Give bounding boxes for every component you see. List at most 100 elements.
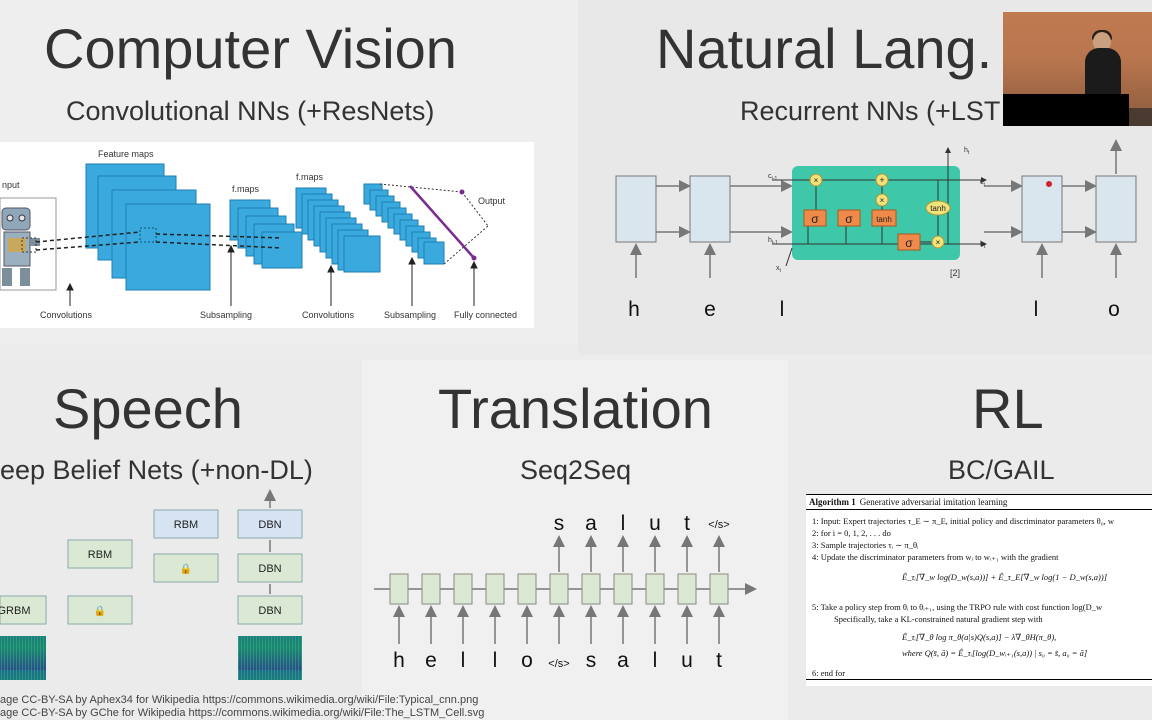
algorithm-name: Generative adversarial imitation learnin…	[859, 497, 1008, 507]
algorithm-line: 1: Input: Expert trajectories τ_E ∼ π_E,…	[812, 516, 1115, 526]
sigma-gate: σ	[897, 233, 921, 251]
speech-subtitle: eep Belief Nets (+non-DL)	[0, 455, 313, 485]
svg-text:σ: σ	[845, 212, 853, 226]
rbm-box	[67, 539, 133, 569]
algorithm-equation: where Q(s̄, ā) = Ê_τᵢ[log(D_wᵢ₊₁(s,a)) |…	[902, 648, 1088, 658]
add-node: +	[875, 173, 889, 187]
seq2seq-cell	[485, 573, 505, 605]
spectrogram	[0, 636, 46, 680]
robot-icon	[1, 207, 40, 286]
rnn-cell	[689, 175, 731, 243]
seq2seq-input-token: t	[716, 649, 722, 672]
cnn-layer-3	[295, 187, 381, 273]
rnn-letter: l	[1034, 298, 1039, 321]
rnn-letter: o	[1108, 298, 1120, 321]
cv-subtitle: Convolutional NNs (+ResNets)	[66, 96, 435, 126]
rnn-cell	[1021, 175, 1063, 243]
output-node	[471, 255, 477, 261]
seq2seq-cell	[581, 573, 601, 605]
svg-text:tanh: tanh	[876, 215, 892, 224]
rbm-box	[153, 509, 219, 539]
seq2seq-output-token: a	[585, 512, 597, 535]
sigma-gate: σ	[803, 209, 827, 227]
svg-text:ht: ht	[964, 147, 970, 156]
cnn-subsampling1-label: Subsampling	[200, 310, 252, 320]
rl-subtitle: BC/GAIL	[948, 455, 1055, 485]
webcam-overlay	[1003, 12, 1152, 126]
seq2seq-cell	[709, 573, 729, 605]
translation-subtitle: Seq2Seq	[520, 455, 632, 485]
cnn-layer-1	[85, 163, 211, 291]
svg-text:σ: σ	[811, 212, 819, 226]
redaction-bar	[1003, 94, 1129, 126]
speech-title: Speech	[53, 377, 243, 440]
svg-text:×: ×	[936, 238, 941, 247]
translation-title: Translation	[438, 377, 713, 440]
lock-icon: 🔒	[94, 605, 106, 617]
sigma-gate: σ	[837, 209, 861, 227]
svg-text:ct-1: ct-1	[768, 173, 778, 182]
rnn-diagram: σ σ tanh σ tanh × + × × ct-1 ht-1 ct ht …	[615, 139, 1137, 321]
algorithm-line: 2: for i = 0, 1, 2, . . . do	[812, 528, 891, 538]
x-t-label: x	[776, 265, 780, 272]
rnn-cell	[1095, 175, 1137, 243]
seq2seq-input-token: a	[617, 649, 629, 672]
h-t-label: h	[980, 241, 984, 248]
dbn-box	[237, 595, 303, 625]
svg-text:+: +	[879, 175, 884, 185]
cnn-fmaps1-label: f.maps	[232, 184, 260, 194]
rbm-label: RBM	[88, 549, 112, 561]
nlp-subtitle: Recurrent NNs (+LST	[740, 96, 1001, 126]
cnn-convolutions1-label: Convolutions	[40, 310, 93, 320]
grbm-label: GRBM	[0, 605, 31, 617]
algorithm-equation: Ê_τᵢ[∇_w log(D_w(s,a))] + Ê_τ_E[∇_w log(…	[902, 572, 1108, 582]
nlp-title: Natural Lang.	[656, 17, 993, 80]
rnn-letter: h	[628, 298, 640, 321]
multiply-node: ×	[931, 235, 945, 249]
c-prev-label: c	[768, 173, 772, 180]
svg-text:ht: ht	[980, 241, 986, 250]
seq2seq-cell	[453, 573, 473, 605]
rnn-letter: e	[704, 298, 716, 321]
dbn-label: DBN	[258, 519, 281, 531]
seq2seq-input-token: o	[521, 649, 533, 672]
locked-box	[153, 553, 219, 583]
rnn-cell	[615, 175, 657, 243]
algorithm-line: 3: Sample trajectories τᵢ ∼ π_θᵢ	[812, 540, 919, 550]
algorithm-line: Specifically, take a KL-constrained natu…	[834, 614, 1043, 624]
multiply-node: ×	[875, 193, 889, 207]
lock-icon: 🔒	[180, 563, 192, 575]
multiply-node: ×	[809, 173, 823, 187]
algorithm-label: Algorithm 1	[809, 497, 856, 507]
algorithm-line: 5: Take a policy step from θᵢ to θᵢ₊₁, u…	[812, 602, 1103, 612]
grbm-box	[0, 595, 47, 625]
cnn-output-label: Output	[478, 196, 506, 206]
seq2seq-input-token: h	[393, 649, 405, 672]
seq2seq-cell	[645, 573, 665, 605]
seq2seq-input-token: e	[425, 649, 437, 672]
lstm-ref: [2]	[950, 268, 960, 278]
credit-line: age CC-BY-SA by GChe for Wikipedia https…	[0, 707, 485, 719]
cnn-fully-connected-label: Fully connected	[454, 310, 517, 320]
rnn-letter: l	[780, 298, 785, 321]
seq2seq-cell	[389, 573, 409, 605]
rl-title: RL	[972, 377, 1044, 440]
cnn-subsampling2-label: Subsampling	[384, 310, 436, 320]
credit-line: age CC-BY-SA by Aphex34 for Wikipedia ht…	[0, 694, 479, 706]
dbn-box	[237, 553, 303, 583]
svg-text:tanh: tanh	[930, 204, 946, 213]
cnn-fmaps2-label: f.maps	[296, 172, 324, 182]
cnn-feature-maps-label: Feature maps	[98, 149, 154, 159]
c-t-label: c	[980, 179, 984, 186]
dbn-diagram: GRBM RBM 🔒 RBM 🔒 DBN DBN DBN	[0, 489, 303, 680]
seq2seq-cell	[613, 573, 633, 605]
rbm-label: RBM	[174, 519, 198, 531]
seq2seq-cell	[517, 573, 537, 605]
dbn-label: DBN	[258, 563, 281, 575]
svg-text:×: ×	[880, 196, 885, 205]
svg-text:σ: σ	[905, 236, 913, 250]
seq2seq-input-token: l	[653, 649, 658, 672]
spectrogram	[238, 636, 302, 680]
